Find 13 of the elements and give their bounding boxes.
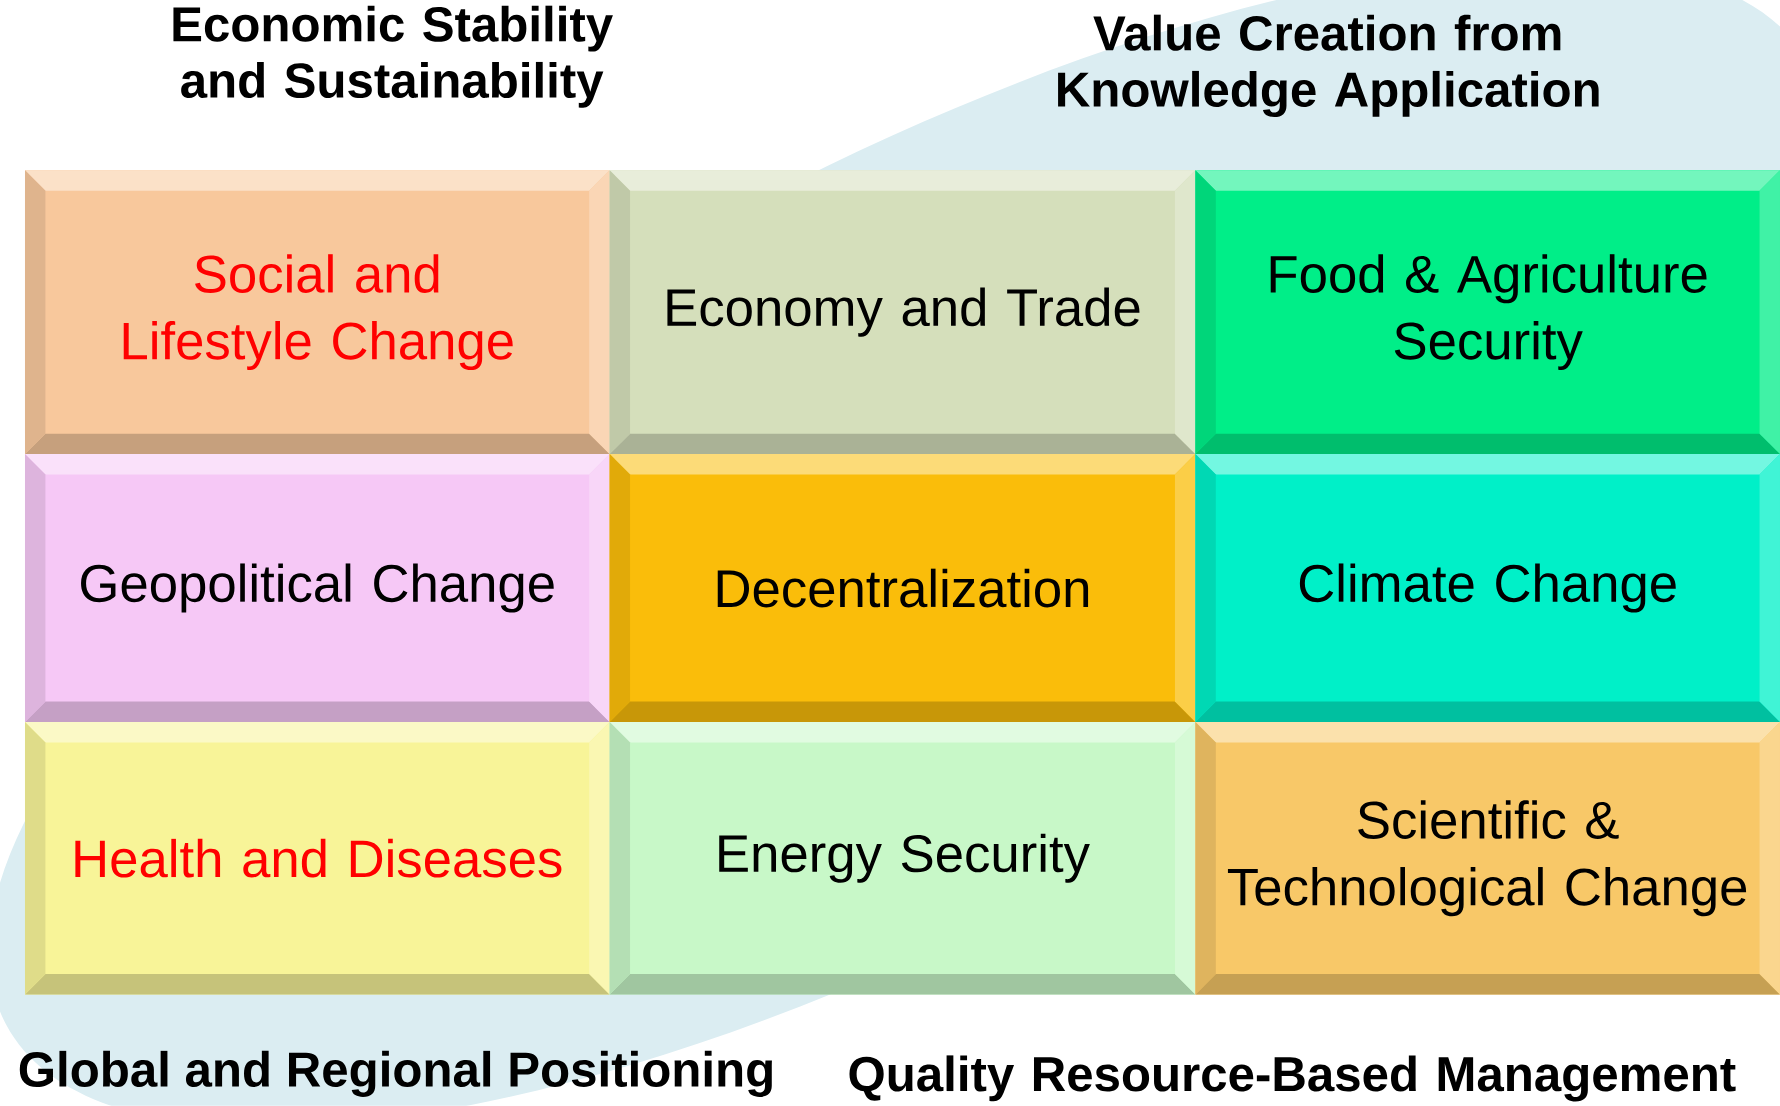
topic-box: Geopolitical Change (25, 454, 610, 723)
heading: Economic Stability and Sustainability (173, 5, 613, 108)
heading: Value Creation from Knowledge Application (1058, 14, 1599, 118)
heading: Global and Regional Positioning (19, 1051, 772, 1098)
heading: Quality Resource-Based Management (849, 1055, 1736, 1102)
topic-box: Energy Security (609, 722, 1196, 995)
topic-box: Food & Agriculture Security (1195, 170, 1780, 455)
topic-box: Social and Lifestyle Change (25, 170, 610, 455)
topic-box: Climate Change (1195, 454, 1780, 723)
topic-box: Economy and Trade (609, 170, 1196, 455)
topic-box: Scientific & Technological Change (1195, 722, 1780, 995)
topic-box: Decentralization (609, 454, 1196, 723)
topic-box: Health and Diseases (25, 722, 610, 995)
